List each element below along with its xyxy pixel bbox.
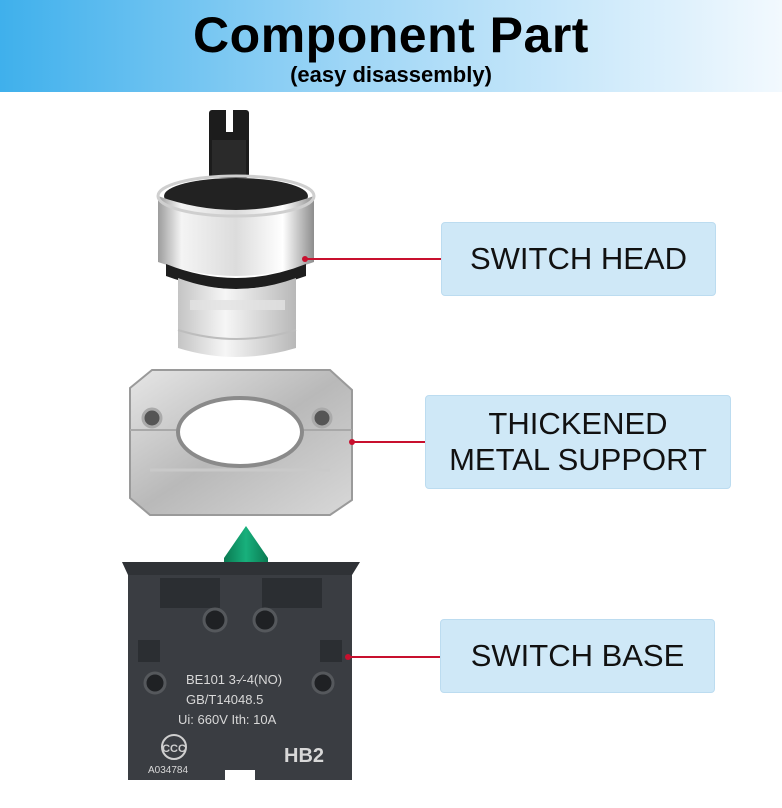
metal-support-part: [129, 369, 353, 516]
switch-base-part: CCC: [122, 526, 360, 780]
svg-text:CCC: CCC: [162, 743, 186, 755]
switch-head-label: SWITCH HEAD: [441, 222, 716, 296]
header-banner: [0, 0, 782, 92]
metal-support-label-line2: METAL SUPPORT: [449, 442, 707, 477]
base-code-marking: A034784: [148, 765, 189, 776]
metal-support-label-line1: THICKENED: [488, 406, 668, 442]
switch-base-label-text: SWITCH BASE: [470, 638, 685, 674]
switch-base-label: SWITCH BASE: [440, 619, 715, 693]
base-standard-marking: GB/T14048.5: [186, 692, 264, 707]
metal-support-label: THICKENED METAL SUPPORT: [425, 395, 731, 489]
page-subtitle: (easy disassembly): [290, 62, 492, 87]
page-title: Component Part: [193, 7, 589, 63]
leader-lines: [302, 256, 441, 660]
switch-head-label-text: SWITCH HEAD: [470, 241, 687, 277]
base-model-marking: BE101 3-⁄-4(NO): [186, 672, 283, 687]
switch-head-part: [156, 110, 316, 357]
certification-mark-icon: [161, 734, 187, 760]
base-rating-marking: Ui: 660V Ith: 10A: [178, 712, 277, 727]
base-brand-marking: HB2: [284, 745, 325, 767]
